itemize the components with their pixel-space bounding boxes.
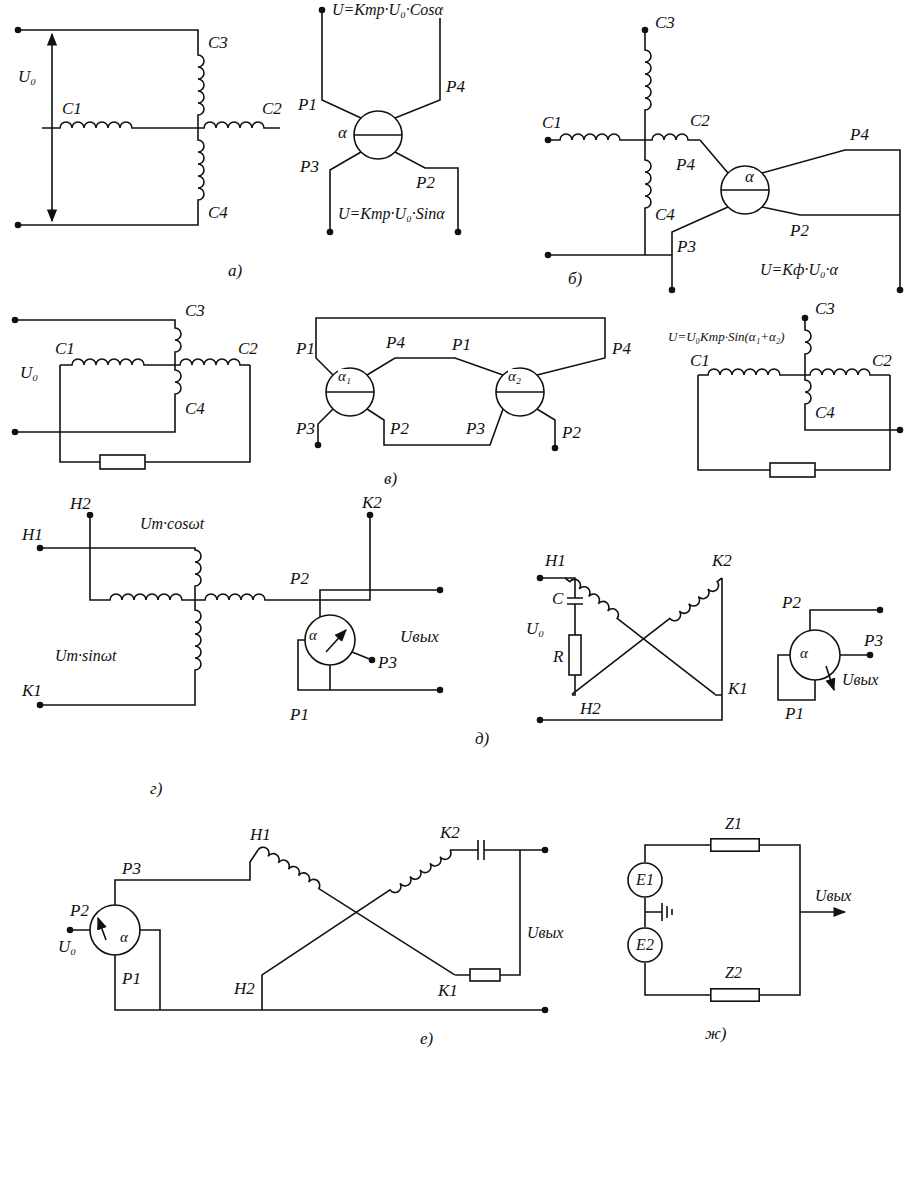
label-text: P3 bbox=[378, 654, 397, 671]
label-text: U₀ bbox=[20, 364, 38, 381]
label-text: P4 bbox=[612, 340, 631, 357]
label-text: α₁ bbox=[338, 369, 351, 384]
wire-connector bbox=[645, 845, 710, 862]
label-text: C2 bbox=[238, 340, 258, 357]
label-text: H1 bbox=[250, 826, 271, 843]
label-text: H2 bbox=[234, 980, 255, 997]
label-text: P2 bbox=[416, 174, 435, 191]
label-text: P2 bbox=[562, 424, 581, 441]
impedance-box: Z1 bbox=[710, 838, 760, 852]
label-text: д) bbox=[475, 730, 489, 747]
label-text: P2 bbox=[782, 594, 801, 611]
label-text: в) bbox=[384, 470, 397, 487]
label-text: Uвых bbox=[815, 888, 851, 904]
label-text: α₂ bbox=[508, 369, 521, 384]
node-label: Z1 bbox=[725, 816, 742, 832]
wire-connector bbox=[645, 963, 710, 995]
label-text: е) bbox=[420, 1030, 433, 1047]
label-text: P4 bbox=[386, 334, 405, 351]
label-text: P1 bbox=[452, 336, 471, 353]
label-text: K1 bbox=[438, 982, 458, 999]
label-text: R bbox=[553, 648, 563, 665]
label-text: C4 bbox=[185, 400, 205, 417]
label-text: U₀ bbox=[526, 620, 544, 637]
label-text: C3 bbox=[208, 34, 228, 51]
label-text: a) bbox=[228, 262, 242, 279]
label-text: б) bbox=[568, 270, 582, 287]
label-text: P3 bbox=[466, 420, 485, 437]
label-text: C1 bbox=[55, 340, 75, 357]
label-text: P2 bbox=[70, 902, 89, 919]
label-text: C4 bbox=[815, 404, 835, 421]
label-text: C1 bbox=[542, 114, 562, 131]
label-text: α bbox=[120, 930, 128, 945]
label-text: U₀ bbox=[18, 68, 36, 85]
label-text: P3 bbox=[122, 860, 141, 877]
label-text: U=Kтр·U₀·Cosα bbox=[332, 2, 443, 18]
label-text: P4 bbox=[676, 156, 695, 173]
label-text: C1 bbox=[62, 100, 82, 117]
rect-outline bbox=[710, 988, 760, 1002]
label-text: Uвых bbox=[527, 925, 563, 941]
label-text: K2 bbox=[440, 824, 460, 841]
label-text: C2 bbox=[262, 100, 282, 117]
label-text: Um·sinωt bbox=[55, 648, 117, 664]
label-text: Uвых bbox=[400, 628, 439, 645]
label-text: H2 bbox=[70, 495, 91, 512]
label-text: C3 bbox=[815, 300, 835, 317]
node-label: E1 bbox=[636, 872, 654, 888]
label-text: C2 bbox=[690, 112, 710, 129]
label-text: P1 bbox=[290, 706, 309, 723]
label-text: H1 bbox=[22, 526, 43, 543]
label-text: Uвых bbox=[842, 672, 878, 688]
label-text: C4 bbox=[655, 206, 675, 223]
label-text: α bbox=[800, 646, 808, 661]
label-text: C4 bbox=[208, 204, 228, 221]
label-text: K2 bbox=[362, 494, 382, 511]
label-text: P1 bbox=[298, 96, 317, 113]
label-text: C3 bbox=[655, 14, 675, 31]
label-text: Um·cosωt bbox=[140, 516, 204, 532]
emf-source: E1 bbox=[627, 862, 663, 898]
label-text: α bbox=[745, 168, 754, 185]
label-text: P3 bbox=[300, 158, 319, 175]
label-text: г) bbox=[150, 780, 162, 797]
label-text: α bbox=[309, 628, 317, 643]
label-text: C bbox=[552, 590, 563, 607]
label-text: K2 bbox=[712, 552, 732, 569]
label-text: U=U₀Kтр·Sin(α₁+α₂) bbox=[668, 330, 785, 343]
rect-outline bbox=[710, 838, 760, 852]
wire-connector bbox=[760, 845, 800, 995]
label-text: U=Kф·U₀·α bbox=[760, 262, 838, 278]
label-text: P2 bbox=[790, 222, 809, 239]
wire-connector bbox=[644, 898, 646, 927]
label-text: P3 bbox=[296, 420, 315, 437]
label-text: P1 bbox=[122, 970, 141, 987]
label-text: C2 bbox=[872, 352, 892, 369]
label-text: P2 bbox=[390, 420, 409, 437]
label-text: P3 bbox=[677, 238, 696, 255]
emf-source: E2 bbox=[627, 927, 663, 963]
node-label: E2 bbox=[636, 937, 654, 953]
label-text: C1 bbox=[690, 352, 710, 369]
label-text: P1 bbox=[785, 705, 804, 722]
label-text: P4 bbox=[850, 126, 869, 143]
label-text: K1 bbox=[22, 682, 42, 699]
label-text: P1 bbox=[296, 340, 315, 357]
label-text: P2 bbox=[290, 570, 309, 587]
impedance-box: Z2 bbox=[710, 988, 760, 1002]
label-text: U=Kтр·U₀·Sinα bbox=[338, 206, 445, 222]
label-text: H1 bbox=[545, 552, 566, 569]
label-text: P4 bbox=[446, 78, 465, 95]
label-text: P3 bbox=[864, 632, 883, 649]
node-label: Z2 bbox=[725, 965, 742, 981]
label-text: C3 bbox=[185, 302, 205, 319]
label-text: ж) bbox=[705, 1025, 726, 1042]
label-text: K1 bbox=[728, 680, 748, 697]
label-text: U₀ bbox=[58, 938, 76, 955]
label-text: α bbox=[338, 124, 347, 141]
label-text: H2 bbox=[580, 700, 601, 717]
